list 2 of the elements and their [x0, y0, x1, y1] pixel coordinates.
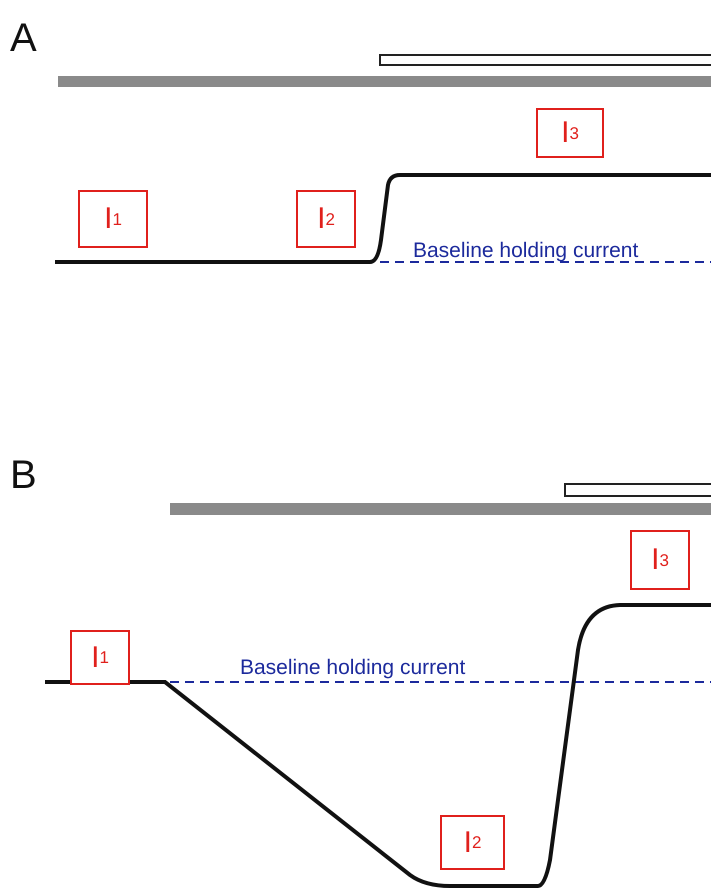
panel-label: B [10, 455, 37, 495]
panel-label: A [10, 18, 37, 58]
